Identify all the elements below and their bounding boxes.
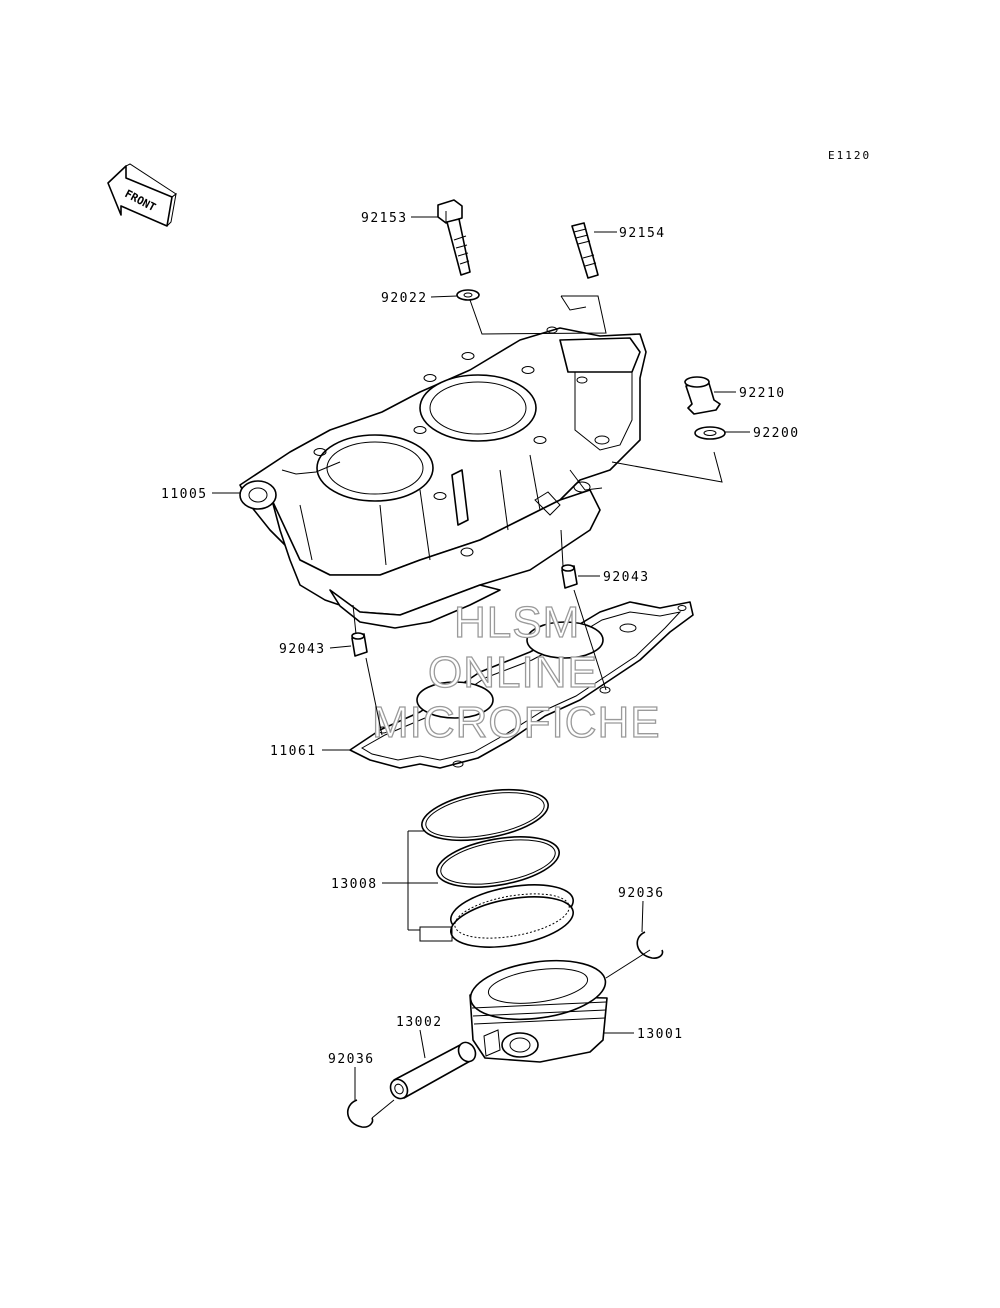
label-11005[interactable]: 11005 [161, 487, 208, 502]
label-92153[interactable]: 92153 [361, 211, 408, 226]
dowel-pin-92043-left [351, 632, 368, 657]
label-92036-left[interactable]: 92036 [328, 1052, 375, 1067]
washer-92022 [456, 289, 480, 301]
part-labels: 92153 92154 92022 92210 92200 11005 9204… [161, 211, 800, 1067]
label-13002[interactable]: 13002 [396, 1015, 443, 1030]
watermark-line-1: HLSM [454, 598, 580, 647]
label-92210[interactable]: 92210 [739, 386, 786, 401]
nut-92210 [684, 376, 721, 415]
piston-rings-13008 [421, 788, 574, 948]
cylinder-block-11005 [239, 326, 647, 629]
watermark-line-2: ONLINE [428, 648, 598, 697]
label-92036-right[interactable]: 92036 [618, 886, 665, 901]
watermark: HLSM ONLINE MICROFICHE [371, 597, 661, 747]
bolt-92154 [571, 222, 599, 279]
gasket-11061 [349, 601, 694, 769]
piston-13001 [469, 959, 608, 1063]
label-92022[interactable]: 92022 [381, 291, 428, 306]
label-92200[interactable]: 92200 [753, 426, 800, 441]
watermark-line-3: MICROFICHE [372, 698, 661, 747]
label-92043-right[interactable]: 92043 [603, 570, 650, 585]
diagram-code: E1120 [828, 149, 871, 162]
label-13008[interactable]: 13008 [331, 877, 378, 892]
label-11061[interactable]: 11061 [270, 744, 317, 759]
washer-92200 [694, 426, 726, 440]
label-13001[interactable]: 13001 [637, 1027, 684, 1042]
label-92154[interactable]: 92154 [619, 226, 666, 241]
snap-ring-92036-right [636, 931, 664, 959]
dowel-pin-92043-right [561, 564, 578, 589]
label-92043-left[interactable]: 92043 [279, 642, 326, 657]
piston-pin-13002 [389, 1041, 477, 1100]
front-arrow-icon: FRONT [107, 163, 177, 227]
leader-lines [212, 216, 750, 1119]
bolt-92153 [437, 199, 471, 276]
snap-ring-92036-left [347, 1099, 374, 1128]
